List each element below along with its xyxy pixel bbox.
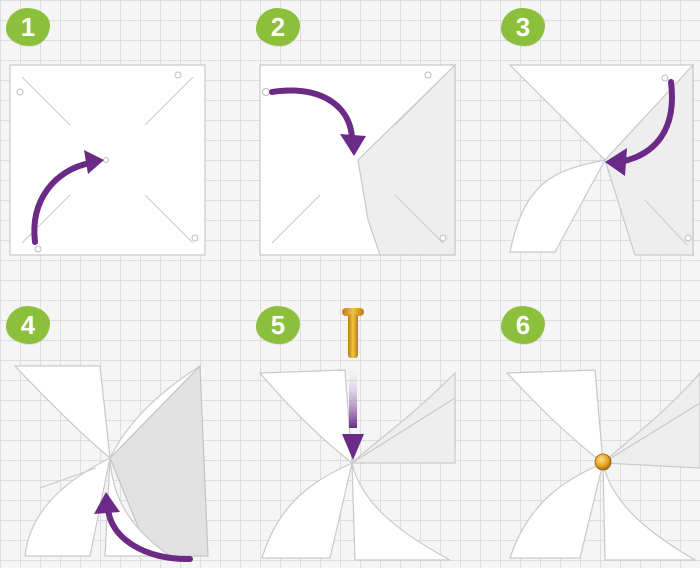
step-5: 5 [250, 298, 470, 568]
paper-square-diagram [0, 30, 220, 260]
step-2: 2 [250, 0, 470, 270]
finished-pinwheel-diagram [495, 328, 700, 558]
pin-head-icon [595, 454, 611, 470]
step-4: 4 [0, 298, 220, 568]
step-6: 6 [495, 298, 700, 568]
paper-fold-diagram [0, 328, 220, 558]
pinwheel-diagram [250, 328, 470, 558]
paper-fold-diagram [250, 30, 470, 260]
step-3: 3 [495, 0, 700, 270]
step-1: 1 [0, 0, 220, 270]
paper-fold-diagram [495, 30, 700, 260]
